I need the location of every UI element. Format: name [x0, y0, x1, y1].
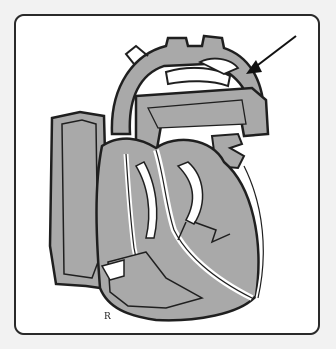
vena-cava-inner	[62, 120, 98, 278]
arrow-icon	[246, 36, 296, 74]
illustrator-initials: R	[104, 312, 111, 322]
heart-illustration	[16, 16, 318, 333]
figure-frame: R	[14, 14, 320, 335]
